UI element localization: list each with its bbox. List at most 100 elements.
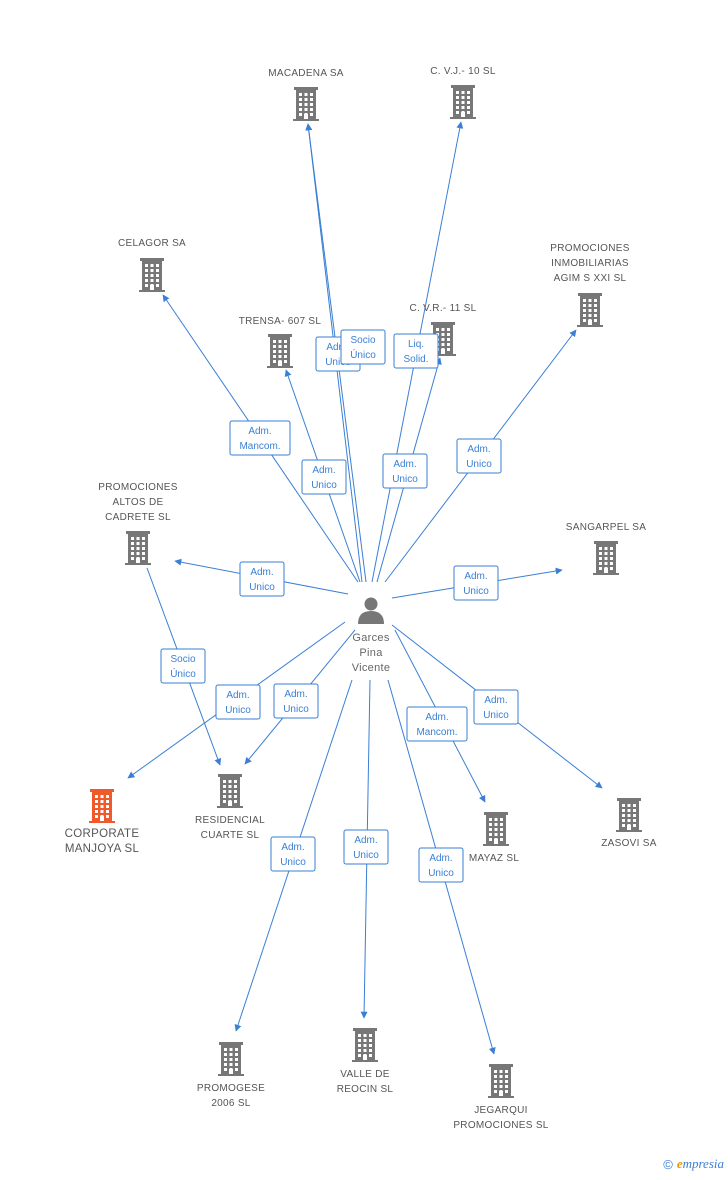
node-label-line: PROMOCIONES xyxy=(550,243,629,254)
building-icon xyxy=(139,258,165,292)
company-node-zasovi[interactable]: ZASOVI SA xyxy=(601,798,657,849)
edge-label-text: Adm. xyxy=(464,571,487,582)
edge-label-text: Mancom. xyxy=(416,727,457,738)
company-node-sangarpel[interactable]: SANGARPEL SA xyxy=(566,522,647,575)
node-label: VALLE DE REOCIN SL xyxy=(337,1069,394,1095)
edge-label-text: Unico xyxy=(483,710,509,721)
brand-initial: e xyxy=(676,1156,683,1171)
edge-label-text: Adm. xyxy=(250,567,273,578)
node-label-line: CUARTE SL xyxy=(201,830,260,841)
node-label: TRENSA- 607 SL xyxy=(239,316,322,327)
edge-label-text: Unico xyxy=(283,704,309,715)
node-label-line: Pina xyxy=(359,647,383,659)
node-label: C. V.R.- 11 SL xyxy=(409,303,476,314)
edge-label[interactable]: Adm.Unico xyxy=(343,829,389,865)
node-label-line: CADRETE SL xyxy=(105,512,171,523)
node-label: JEGARQUI PROMOCIONES SL xyxy=(453,1105,548,1131)
nodes-layer: MACADENA SA C. V.J.- 10 SL CELAGOR SA PROMO… xyxy=(65,66,657,1131)
building-icon xyxy=(352,1028,378,1062)
node-label-line: 2006 SL xyxy=(211,1098,250,1109)
edge-label[interactable]: Adm. Unico xyxy=(270,836,316,872)
edge-label-text: Unico xyxy=(280,857,306,868)
node-label-line: Garces xyxy=(352,632,389,644)
node-label: SANGARPEL SA xyxy=(566,522,646,533)
company-node-macadena[interactable]: MACADENA SA xyxy=(268,68,344,121)
company-node-cvj10[interactable]: C. V.J.- 10 SL xyxy=(430,66,496,119)
building-icon xyxy=(488,1064,514,1098)
edge-label-text: Unico xyxy=(249,582,275,593)
edges-layer xyxy=(127,121,603,1055)
edge-label-text: Unico xyxy=(325,357,351,368)
edge-label-text: Solid. xyxy=(403,354,428,365)
edge-label[interactable]: Adm.Unico xyxy=(301,459,347,495)
edge-label[interactable]: Adm.Unico xyxy=(215,684,261,720)
edge-label-text: Unico xyxy=(466,459,492,470)
building-icon xyxy=(293,87,319,121)
building-icon xyxy=(125,531,151,565)
node-label-line: PROMOCIONES SL xyxy=(453,1120,548,1131)
edge-label-text: Adm. xyxy=(226,690,249,701)
node-label-line: CORPORATE xyxy=(65,828,140,840)
node-label-line: ZASOVI SA xyxy=(601,838,657,849)
edge-label[interactable]: Adm. Unico xyxy=(239,561,285,597)
edge-label-text: Adm. xyxy=(248,426,271,437)
company-node-celagor[interactable]: CELAGOR SA xyxy=(118,238,186,292)
edge-label[interactable]: Adm. Mancom. xyxy=(406,706,468,742)
node-label-line: ALTOS DE xyxy=(113,497,164,508)
edge-label-text: Adm. xyxy=(484,695,507,706)
edge-label[interactable]: Adm. Unico xyxy=(473,689,519,725)
edge-label-text: Adm. xyxy=(467,444,490,455)
node-label-line: CELAGOR SA xyxy=(118,238,186,249)
building-icon xyxy=(217,774,243,808)
brand-name: mpresia xyxy=(682,1156,724,1171)
edge-label-text: Adm. xyxy=(312,465,335,476)
edge-label[interactable]: Adm. Unico xyxy=(456,438,502,474)
node-label: CELAGOR SA xyxy=(118,238,186,249)
edge-label[interactable]: Adm.Unico xyxy=(382,453,428,489)
edge-label-text: Unico xyxy=(428,868,454,879)
building-icon xyxy=(577,293,603,327)
company-node-valle[interactable]: VALLE DE REOCIN SL xyxy=(337,1028,394,1095)
node-label-line: MAYAZ SL xyxy=(469,853,520,864)
company-node-mayaz[interactable]: MAYAZ SL xyxy=(469,812,520,864)
building-icon xyxy=(483,812,509,846)
node-label-line: Vicente xyxy=(352,662,391,674)
edge-label[interactable]: Adm. Unico xyxy=(273,683,319,719)
footer-credit: © empresia xyxy=(663,1156,724,1172)
edge-label[interactable]: Adm.Unico xyxy=(418,847,464,883)
node-label-line: C. V.J.- 10 SL xyxy=(430,66,496,77)
edge-label-text: Único xyxy=(350,348,376,361)
edge-label[interactable]: Adm.Unico xyxy=(453,565,499,601)
edge-labels-layer: Adm.UnicoSocioÚnicoLiq.Solid.Adm.Mancom.… xyxy=(160,329,519,883)
edge-label-text: Adm. xyxy=(425,712,448,723)
edge-label-text: Adm. xyxy=(284,689,307,700)
node-label-line: JEGARQUI xyxy=(474,1105,528,1116)
edge-label[interactable]: Liq.Solid. xyxy=(393,333,439,369)
node-label-line: INMOBILIARIAS xyxy=(551,258,629,269)
company-node-jegarqui[interactable]: JEGARQUI PROMOCIONES SL xyxy=(453,1064,549,1131)
brand-logo[interactable]: empresia xyxy=(677,1156,724,1172)
node-label-line: TRENSA- 607 SL xyxy=(239,316,322,327)
edge-label[interactable]: Adm. Mancom. xyxy=(229,420,291,456)
edge-label-text: Unico xyxy=(353,850,379,861)
edge-label-text: Unico xyxy=(392,474,418,485)
edge-label-text: Socio xyxy=(350,335,375,346)
node-label-line: REOCIN SL xyxy=(337,1084,394,1095)
node-label-line: VALLE DE xyxy=(340,1069,389,1080)
company-node-trensa[interactable]: TRENSA- 607 SL xyxy=(239,316,322,368)
edge-label-text: Mancom. xyxy=(239,441,280,452)
edge-label-text: Adm. xyxy=(281,842,304,853)
building-icon xyxy=(593,541,619,575)
